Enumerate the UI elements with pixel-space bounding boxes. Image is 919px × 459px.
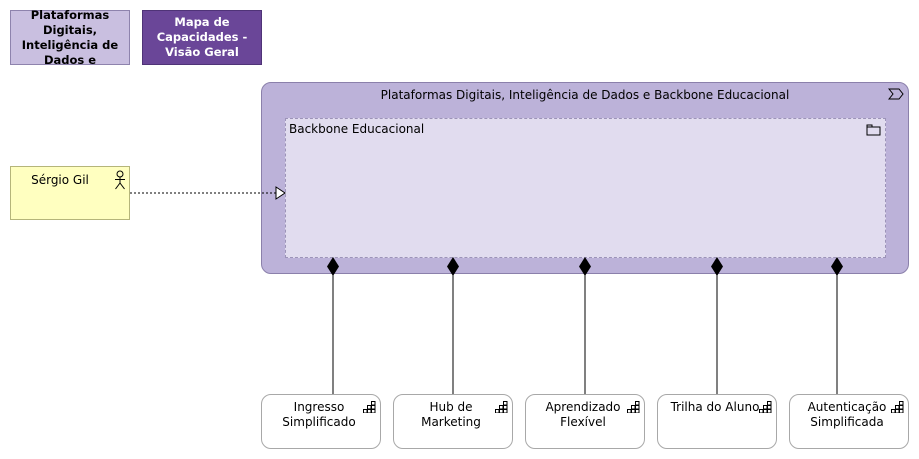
- composition-connector[interactable]: [711, 257, 723, 394]
- grouping-title: Backbone Educacional: [289, 122, 425, 136]
- capability-label: Autenticação Simplificada: [807, 400, 887, 429]
- capability-label: Aprendizado Flexível: [545, 400, 621, 429]
- composition-connector[interactable]: [831, 257, 843, 394]
- composition-connector[interactable]: [447, 257, 459, 394]
- folder-icon: [866, 124, 881, 136]
- capability-label: Ingresso Simplificado: [282, 400, 356, 429]
- composition-connector[interactable]: [327, 257, 339, 394]
- actor-icon: [115, 170, 125, 190]
- business-actor-sergio-gil[interactable]: Sérgio Gil: [10, 166, 130, 220]
- capability-icon: [363, 401, 376, 413]
- view-link-label: Plataformas Digitais, Inteligência de Da…: [21, 7, 119, 67]
- capability-box[interactable]: Ingresso Simplificado: [261, 394, 381, 449]
- capability-box[interactable]: Aprendizado Flexível: [525, 394, 645, 449]
- capability-box[interactable]: Trilha do Aluno: [657, 394, 777, 449]
- value-stream-icon: [888, 88, 904, 100]
- view-link-plataformas[interactable]: Plataformas Digitais, Inteligência de Da…: [10, 7, 130, 67]
- capability-box[interactable]: Autenticação Simplificada: [789, 394, 909, 449]
- capability-icon: [627, 401, 640, 413]
- grouping-backbone-educacional[interactable]: Backbone Educacional: [285, 118, 886, 258]
- value-stream-title: Plataformas Digitais, Inteligência de Da…: [380, 88, 790, 102]
- capability-label: Hub de Marketing: [421, 400, 481, 429]
- capability-icon: [495, 401, 508, 413]
- capability-icon: [759, 401, 772, 413]
- actor-name: Sérgio Gil: [31, 173, 89, 187]
- capability-label: Trilha do Aluno: [670, 400, 760, 414]
- capability-icon: [891, 401, 904, 413]
- view-link-mapa-capacidades[interactable]: Mapa de Capacidades - Visão Geral: [142, 10, 262, 65]
- view-link-label: Mapa de Capacidades - Visão Geral: [156, 15, 248, 59]
- capability-box[interactable]: Hub de Marketing: [393, 394, 513, 449]
- composition-connector[interactable]: [579, 257, 591, 394]
